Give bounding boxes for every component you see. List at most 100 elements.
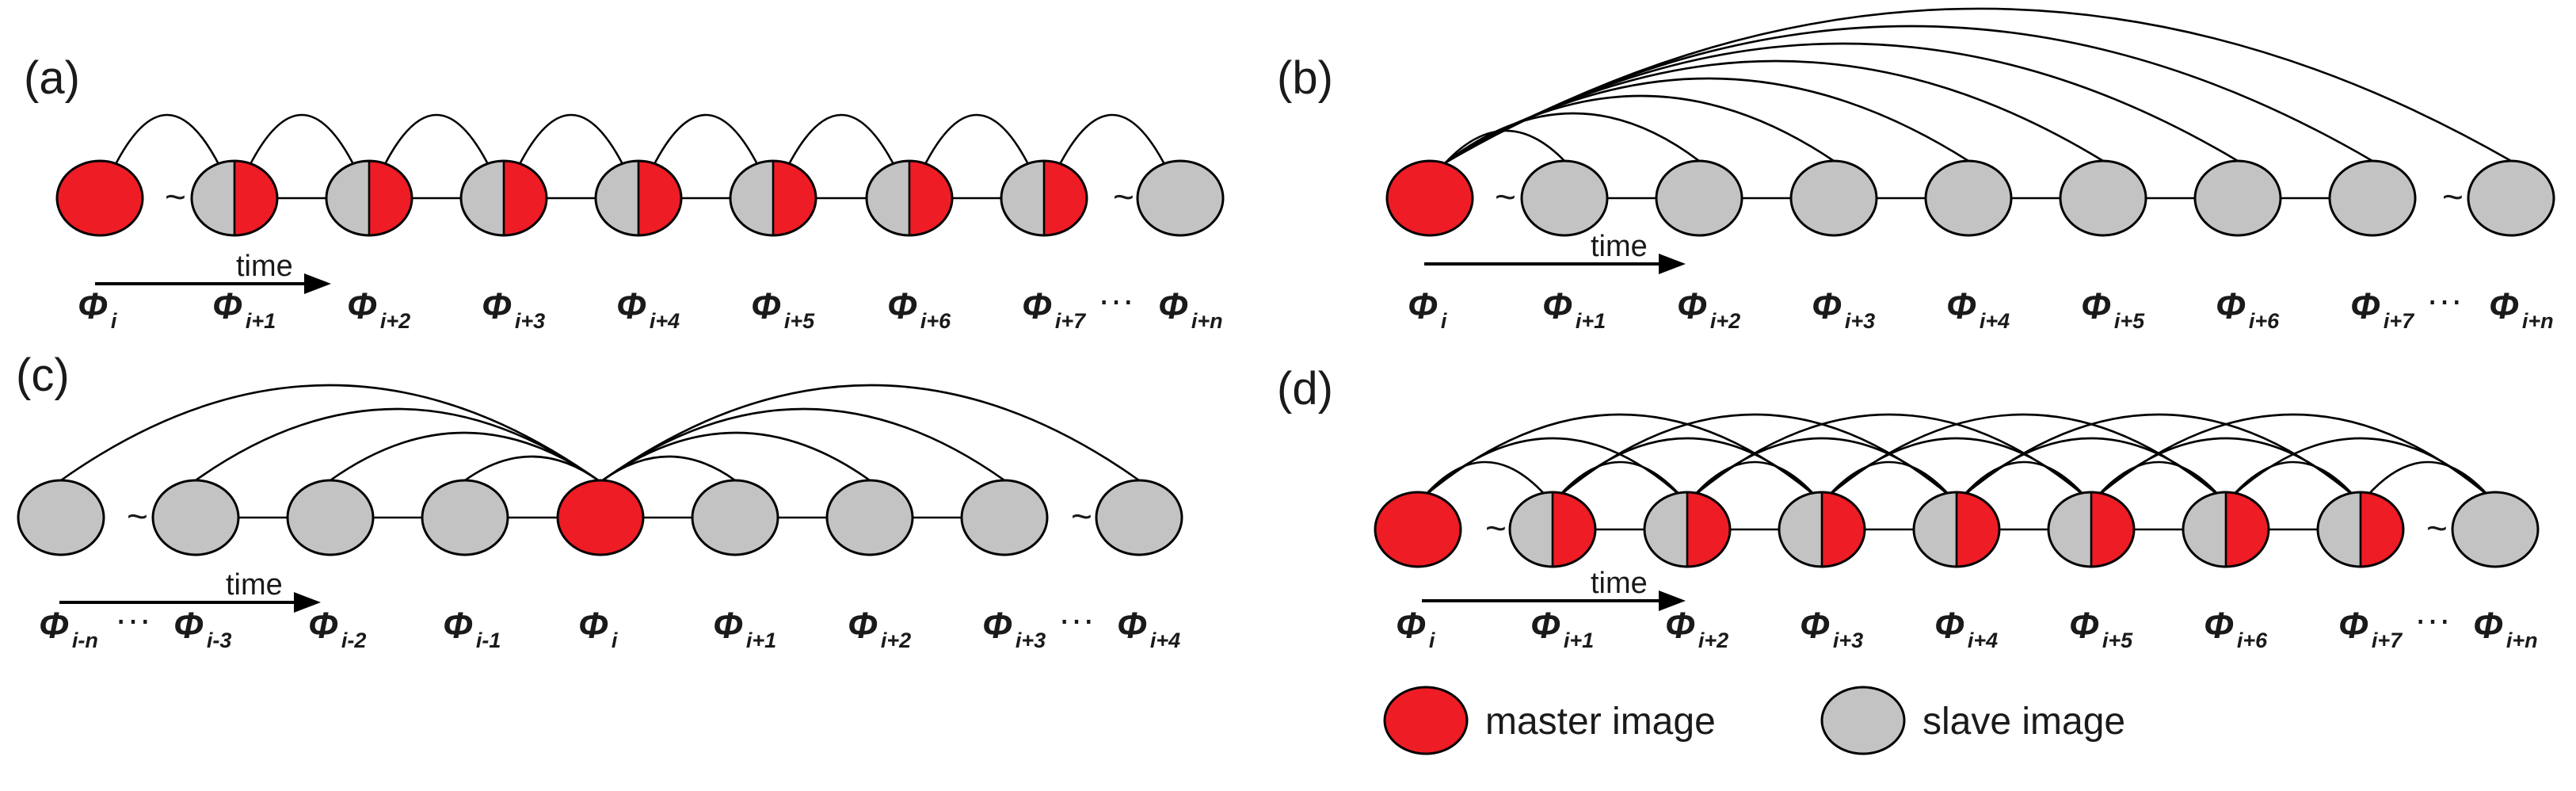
slave-half: [2183, 492, 2226, 567]
time-arrow-head: [1659, 254, 1686, 274]
interferogram-arc: [60, 384, 601, 483]
interferogram-arc: [1057, 113, 1168, 168]
legend-slave-label: slave image: [1922, 701, 2125, 743]
tilde: ~: [1113, 176, 1134, 217]
interferogram-arc: [1445, 42, 2239, 164]
slave-half: [192, 161, 234, 235]
slave-image-node: [286, 479, 375, 556]
slave-image-node: [1655, 159, 1743, 237]
interferogram-arc: [247, 113, 356, 168]
interferogram-arc: [600, 384, 1140, 483]
interferogram-arc: [2231, 460, 2355, 497]
legend-slave-swatch: [1820, 686, 1906, 755]
time-label: time: [236, 250, 293, 283]
interferogram-arc: [651, 113, 760, 168]
interferogram-arc: [195, 407, 601, 483]
tilde: ~: [1485, 507, 1507, 548]
ellipsis: ···: [1058, 598, 1095, 640]
interferogram-arc: [1693, 460, 1816, 497]
master-half: [234, 161, 277, 235]
slave-half: [1510, 492, 1553, 567]
interferogram-arc: [112, 113, 222, 168]
interferogram-arc: [330, 431, 601, 483]
master-half: [638, 161, 681, 235]
slave-half: [2048, 492, 2091, 567]
interferogram-arc: [600, 431, 871, 483]
time-arrow-head: [304, 273, 331, 294]
slave-image-node: [825, 479, 914, 556]
slave-half: [1644, 492, 1687, 567]
interferogram-arc: [1827, 460, 1951, 497]
slave-half: [2318, 492, 2361, 567]
time-arrow-head: [294, 592, 321, 613]
ellipsis: ···: [2414, 598, 2451, 640]
interferogram-arc: [1445, 129, 1565, 163]
interferogram-arc: [1962, 460, 2086, 497]
tilde: ~: [127, 495, 148, 537]
master-half: [369, 161, 412, 235]
interferogram-arc: [786, 113, 897, 168]
master-half: [1957, 492, 1999, 567]
interferogram-arc: [922, 113, 1031, 168]
slave-half: [1914, 492, 1957, 567]
time-label: time: [1591, 567, 1648, 600]
legend-master-swatch: [1383, 686, 1469, 755]
slave-image-node: [421, 479, 509, 556]
tilde: ~: [1495, 176, 1516, 217]
master-half: [1822, 492, 1865, 567]
interferogram-arc: [516, 113, 626, 168]
slave-half: [1779, 492, 1822, 567]
slave-image-node: [1095, 479, 1183, 556]
interferogram-arc: [2366, 460, 2490, 497]
tilde: ~: [2442, 176, 2464, 217]
master-image-node: [55, 159, 144, 237]
slave-image-node: [1789, 159, 1878, 237]
interferogram-arc: [382, 113, 491, 168]
slave-image-node: [1136, 159, 1225, 237]
panel-label: (b): [1277, 52, 1333, 104]
legend-master-label: master image: [1485, 701, 1716, 743]
master-image-node: [556, 479, 645, 556]
slave-image-node: [2451, 491, 2540, 568]
panel-label: (a): [24, 52, 80, 104]
tilde: ~: [2426, 507, 2448, 548]
slave-half: [326, 161, 369, 235]
slave-image-node: [1520, 159, 1609, 237]
master-half: [1553, 492, 1595, 567]
interferogram-arc: [1558, 460, 1682, 497]
master-half: [909, 161, 952, 235]
interferogram-arc: [1445, 7, 2512, 164]
slave-image-node: [691, 479, 779, 556]
slave-image-node: [2467, 159, 2555, 237]
